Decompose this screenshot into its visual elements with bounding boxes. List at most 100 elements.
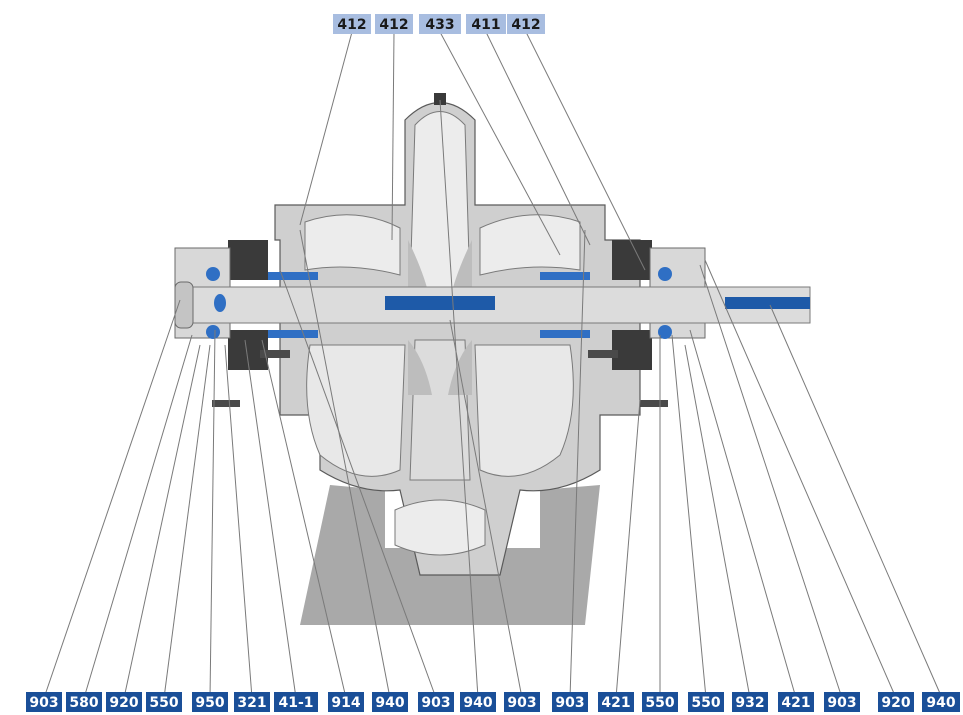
part-label-bottom: 950 <box>192 692 228 712</box>
impeller-vane-lower-left <box>408 340 432 395</box>
label-box <box>824 692 860 712</box>
leader-lines <box>43 31 943 699</box>
label-box <box>878 692 914 712</box>
label-text: 950 <box>195 695 224 711</box>
leader-line <box>244 339 297 699</box>
label-box <box>328 692 364 712</box>
label-text: 550 <box>645 695 674 711</box>
suction-bowl <box>394 499 486 556</box>
leader-line <box>769 304 943 699</box>
label-text: 903 <box>555 695 584 711</box>
part-label-top: 411 <box>466 14 506 34</box>
gland-bolt-right <box>588 350 618 358</box>
part-label-top: 412 <box>333 14 371 34</box>
label-text: 550 <box>691 695 720 711</box>
leader-line <box>123 344 201 699</box>
part-label-bottom: 550 <box>688 692 724 712</box>
bearing-ball-right-lower <box>658 325 672 339</box>
label-box <box>192 692 228 712</box>
leader-line <box>569 229 586 699</box>
foot-bolt-left <box>212 400 240 407</box>
label-box <box>460 692 496 712</box>
bottom-labels: 903 580 920 550 950 321 41-1 914 <box>26 692 960 712</box>
leader-line <box>439 99 479 699</box>
label-box <box>372 692 408 712</box>
leader-line <box>689 329 797 699</box>
label-box <box>778 692 814 712</box>
leader-line <box>391 31 395 241</box>
leader-line <box>439 31 561 256</box>
leader-line <box>43 299 181 699</box>
top-labels: 412 412 433 411 412 <box>333 14 545 34</box>
label-box <box>504 692 540 712</box>
label-text: 421 <box>601 695 630 711</box>
leader-line <box>299 31 353 226</box>
part-label-bottom: 550 <box>146 692 182 712</box>
volute-passage-upper-right <box>479 214 581 276</box>
bearing-nut-left <box>214 294 226 312</box>
foot-bolt-right <box>640 400 668 407</box>
impeller-chamber-upper <box>409 111 471 291</box>
label-text: 940 <box>375 695 404 711</box>
label-box <box>234 692 270 712</box>
part-label-top: 433 <box>419 14 461 34</box>
label-text: 411 <box>471 17 500 33</box>
label-box <box>418 692 454 712</box>
label-box <box>419 14 461 34</box>
bearing-ball-left-upper <box>206 267 220 281</box>
part-label-bottom: 421 <box>778 692 814 712</box>
volute-casing <box>274 93 641 576</box>
label-box <box>552 692 588 712</box>
shaft-sleeve-right-lower <box>540 330 590 338</box>
shaft-sleeve-left <box>268 272 318 280</box>
leader-line <box>449 319 523 699</box>
leader-line <box>83 334 193 699</box>
volute-passage-lower-left <box>306 344 406 477</box>
part-label-bottom: 550 <box>642 692 678 712</box>
part-label-bottom: 920 <box>106 692 142 712</box>
bearings <box>206 267 672 339</box>
label-text: 321 <box>237 695 266 711</box>
leader-line <box>671 334 707 699</box>
label-text: 421 <box>781 695 810 711</box>
stuffing-box-right <box>612 240 652 280</box>
leader-line <box>704 259 897 699</box>
leader-line <box>615 399 641 699</box>
part-label-bottom: 914 <box>328 692 364 712</box>
shaft-end-cap <box>174 281 194 329</box>
part-label-bottom: 940 <box>460 692 496 712</box>
label-box <box>333 14 371 34</box>
impeller-key <box>385 296 495 310</box>
vent-plug <box>434 93 446 105</box>
part-label-bottom: 903 <box>552 692 588 712</box>
part-label-bottom: 920 <box>878 692 914 712</box>
impeller-vane-right <box>450 240 472 300</box>
bearing-ball-right-upper <box>658 267 672 281</box>
label-text: 940 <box>463 695 492 711</box>
part-label-bottom: 932 <box>732 692 768 712</box>
label-text: 580 <box>69 695 98 711</box>
label-text: 412 <box>379 17 408 33</box>
label-text: 412 <box>337 17 366 33</box>
label-box <box>466 14 506 34</box>
part-label-top: 412 <box>375 14 413 34</box>
label-box <box>106 692 142 712</box>
part-label-bottom: 421 <box>598 692 634 712</box>
shaft-sleeve-left-lower <box>268 330 318 338</box>
part-label-bottom: 321 <box>234 692 270 712</box>
leader-line <box>209 329 216 699</box>
leader-line <box>224 344 253 699</box>
label-text: 940 <box>926 695 955 711</box>
leader-line <box>699 264 843 699</box>
leader-line <box>279 269 437 699</box>
part-label-top: 412 <box>507 14 545 34</box>
part-label-bottom: 940 <box>922 692 960 712</box>
label-box <box>732 692 768 712</box>
coupling-key <box>725 297 810 309</box>
stuffing-box-right-lower <box>612 330 652 370</box>
part-label-bottom: 903 <box>824 692 860 712</box>
label-box <box>66 692 102 712</box>
leader-line <box>299 229 391 699</box>
label-box <box>274 692 318 712</box>
